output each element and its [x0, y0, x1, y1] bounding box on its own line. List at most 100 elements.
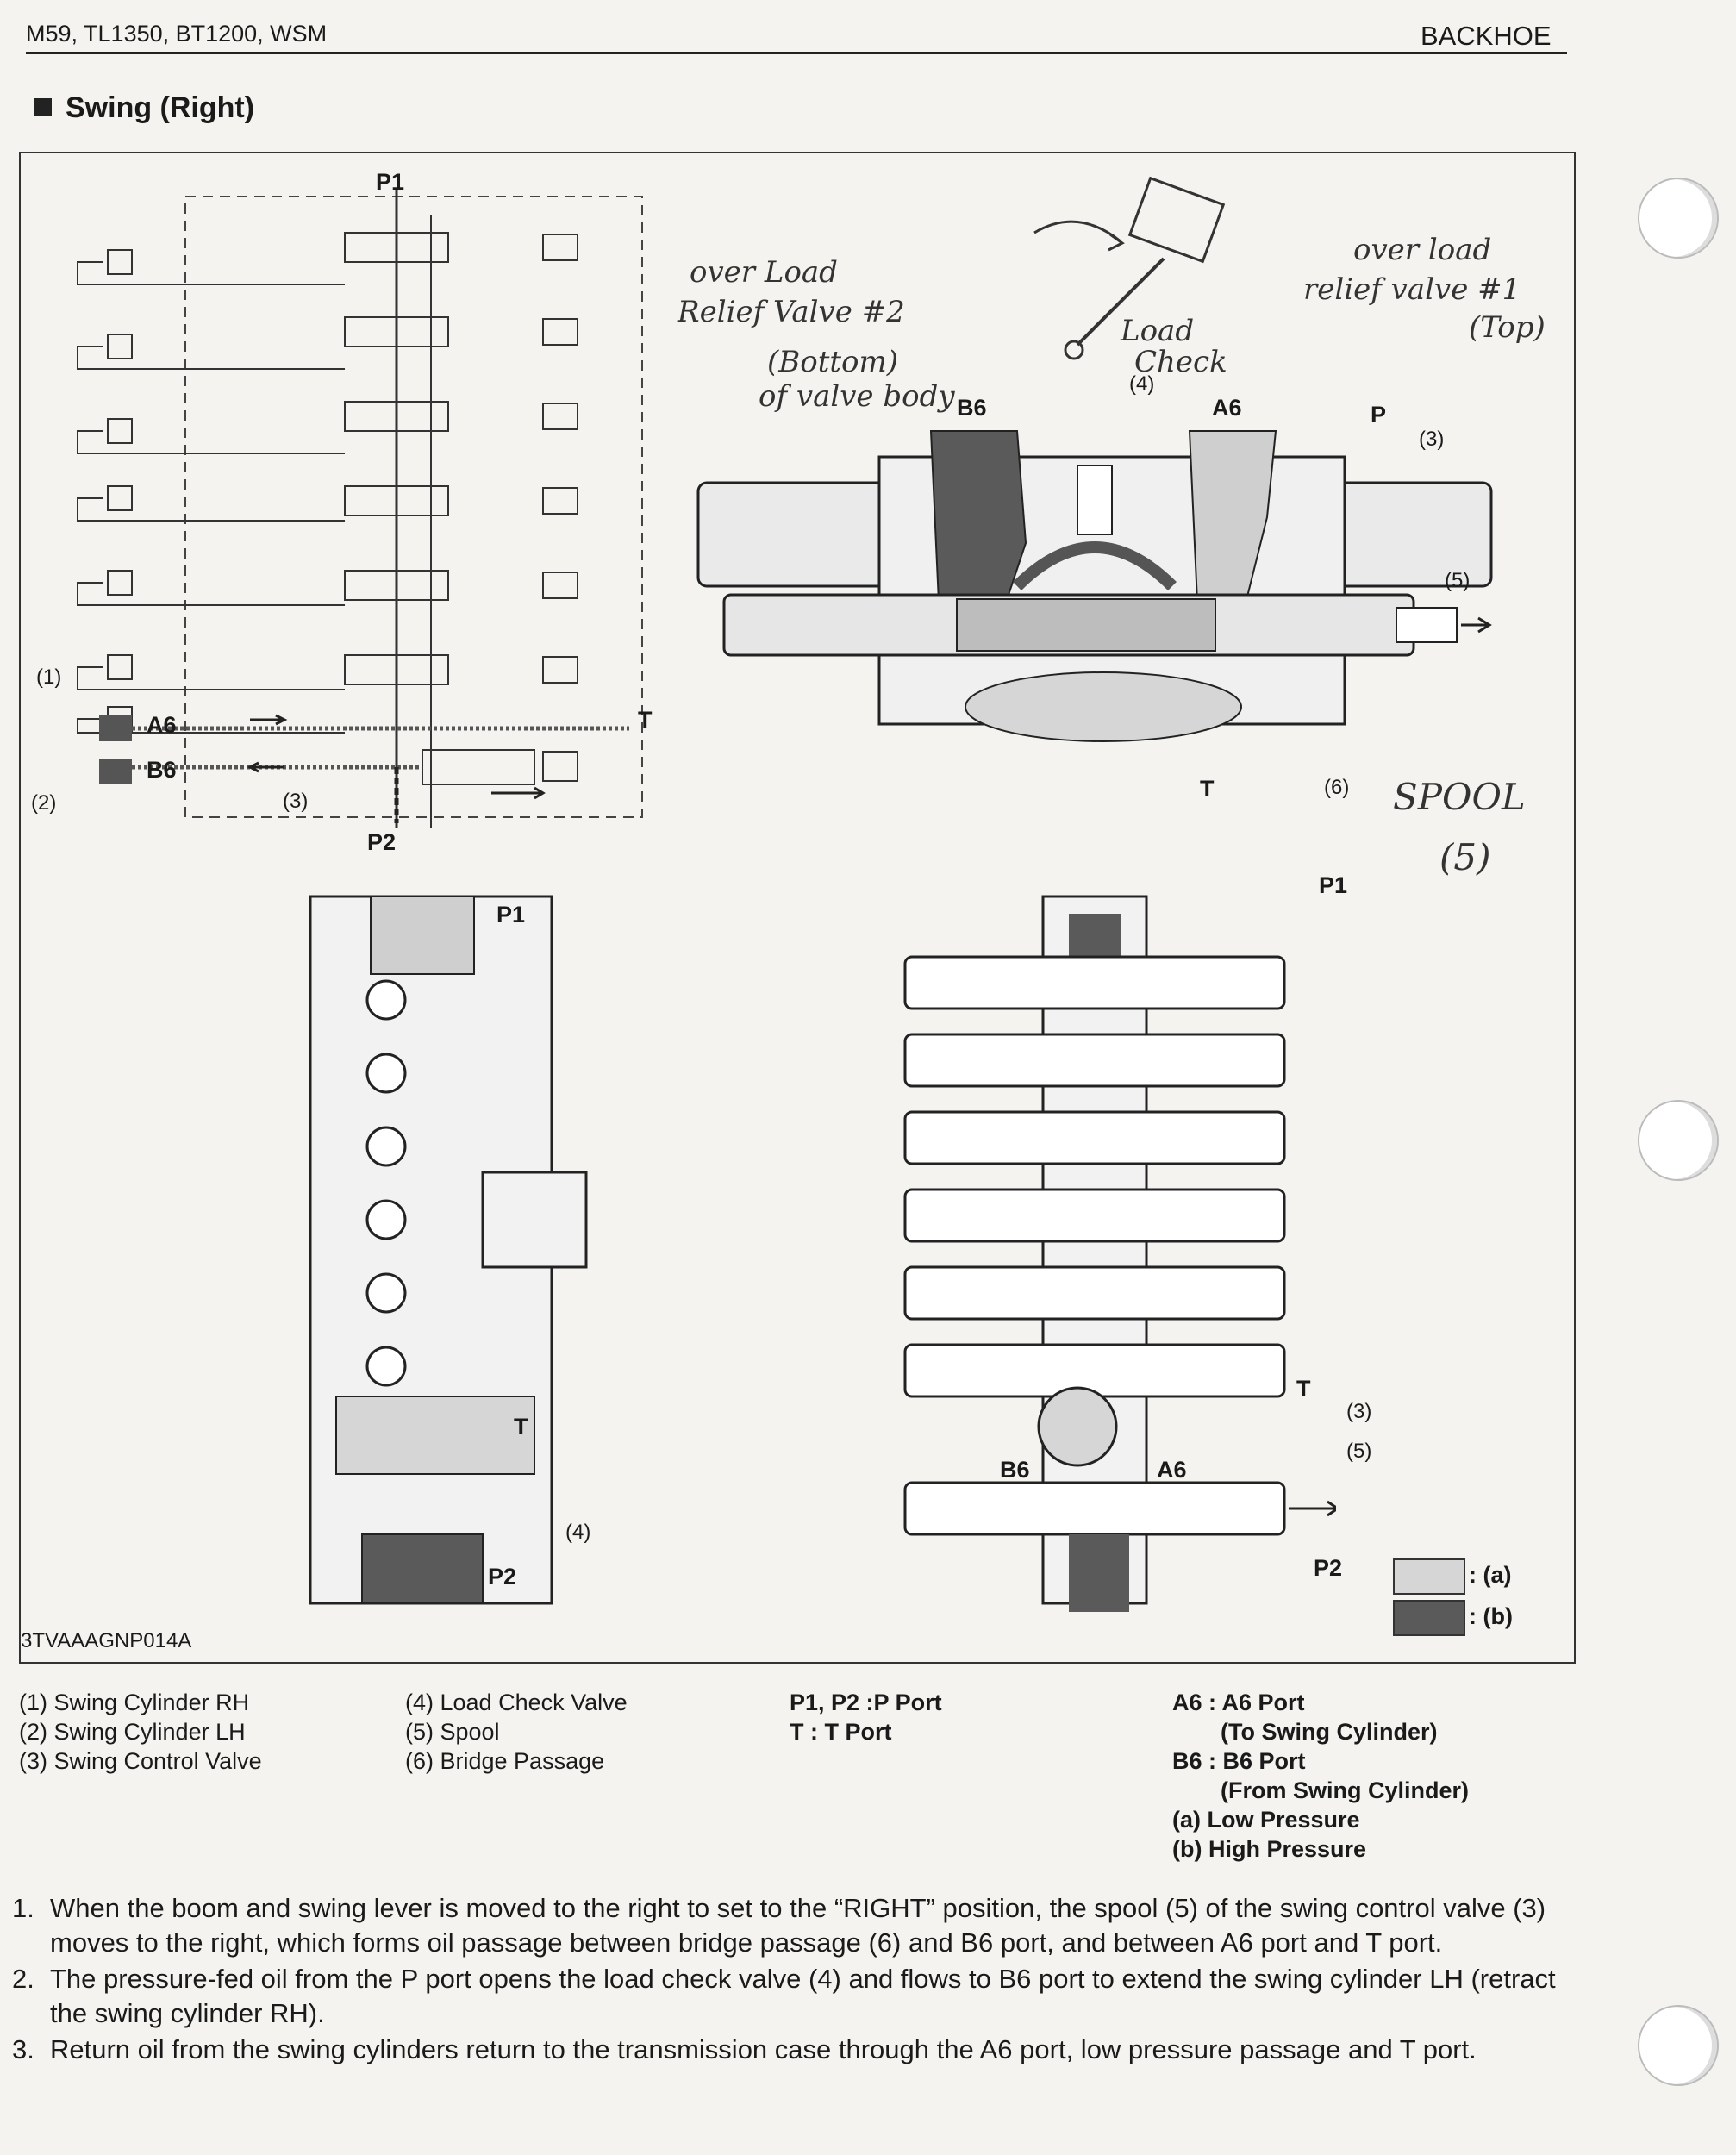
step-item: 1.When the boom and swing lever is moved…: [12, 1891, 1564, 1960]
section-t-label: T: [1200, 776, 1215, 802]
binder-hole: [1638, 178, 1719, 259]
section-title: Swing (Right): [34, 91, 254, 125]
cylinder-lines: [77, 249, 345, 734]
note-spool-line2: (5): [1439, 836, 1491, 878]
legend-item: (b) High Pressure: [1172, 1836, 1367, 1862]
flow-arrow-right-icon: [250, 714, 288, 726]
section-a6-label: A6: [1212, 395, 1242, 421]
note-relief1-line3: (Top): [1469, 310, 1546, 345]
legend-item: (2) Swing Cylinder LH: [19, 1719, 246, 1745]
valve-side-view: [309, 895, 588, 1605]
step-text: When the boom and swing lever is moved t…: [50, 1893, 1546, 1958]
top-ref-3: (3): [1346, 1400, 1372, 1423]
schematic-a6-label: A6: [147, 712, 177, 738]
note-relief1-line1: over load: [1353, 233, 1492, 267]
hydraulic-schematic: [77, 190, 643, 828]
side-p1-passage: [370, 896, 475, 975]
top-spool-sections: [903, 955, 1286, 1536]
top-p2-label: P2: [1314, 1555, 1343, 1581]
schematic-ref-2: (2): [31, 791, 57, 815]
note-relief2-line3: (Bottom): [767, 345, 899, 379]
manual-code: M59, TL1350, BT1200, WSM: [26, 21, 328, 47]
legend-item: (4) Load Check Valve: [405, 1690, 628, 1715]
side-t-label: T: [514, 1414, 528, 1440]
swing-lines: [132, 726, 629, 770]
note-relief2-line1: over Load: [690, 255, 838, 290]
valve-cross-section: [696, 430, 1493, 742]
binder-hole: [1638, 1100, 1719, 1181]
spool-arrow-icon: [491, 786, 546, 800]
header-rule: [26, 52, 1567, 54]
legend-col4: A6 : A6 Port (To Swing Cylinder) B6 : B6…: [1172, 1688, 1469, 1864]
section-ref-3: (3): [1419, 428, 1445, 451]
left-relief-valve: [696, 481, 890, 588]
note-load-check-line2: Check: [1134, 345, 1227, 379]
bridge-passage: [1013, 541, 1177, 590]
bullet-square-icon: [34, 98, 52, 116]
legend-col1: (1) Swing Cylinder RH (2) Swing Cylinder…: [19, 1688, 262, 1776]
legend-item: (5) Spool: [405, 1719, 500, 1745]
schematic-ref-3: (3): [283, 790, 309, 813]
spool-direction-arrow-icon: [1461, 616, 1492, 634]
valve-top-view: [903, 895, 1336, 1612]
spool: [956, 598, 1216, 652]
note-relief2-line2: Relief Valve #2: [678, 295, 905, 329]
legend-item: (From Swing Cylinder): [1221, 1777, 1470, 1803]
top-b6-label: B6: [1000, 1457, 1030, 1483]
figure-frame: [19, 152, 1576, 1664]
tank-passage: [965, 671, 1242, 742]
legend-item: (6) Bridge Passage: [405, 1748, 605, 1774]
load-check-sketch: [1033, 176, 1226, 360]
flow-arrow-left-icon: [247, 761, 284, 773]
spool-end: [1396, 607, 1458, 643]
note-relief2-line4: of valve body: [759, 379, 955, 414]
top-spool-arrow-icon: [1289, 1500, 1336, 1517]
high-pressure-key: : (b): [1469, 1603, 1513, 1629]
a6-low-pressure-passage: [1188, 430, 1277, 622]
schematic-valve-sections: [344, 232, 578, 785]
schematic-ref-1: (1): [36, 665, 62, 689]
chapter-title: BACKHOE: [1421, 21, 1552, 51]
legend-item: (a) Low Pressure: [1172, 1807, 1360, 1833]
legend-item: P1, P2 :P Port: [790, 1690, 942, 1715]
step-text: The pressure-fed oil from the P port ope…: [50, 1964, 1556, 2028]
schematic-t-label: T: [638, 707, 653, 733]
section-p-label: P: [1371, 402, 1387, 428]
legend-item: T : T Port: [790, 1719, 892, 1745]
procedure-steps: 1.When the boom and swing lever is moved…: [12, 1891, 1564, 2069]
side-t-passage: [335, 1396, 535, 1475]
section-ref-4: (4): [1129, 372, 1155, 396]
b6-high-pressure-passage: [929, 430, 1027, 622]
legend-item: (3) Swing Control Valve: [19, 1748, 262, 1774]
step-text: Return oil from the swing cylinders retu…: [50, 2034, 1477, 2064]
section-b6-label: B6: [957, 395, 987, 421]
note-spool-line1: SPOOL: [1393, 776, 1526, 818]
side-relief-block: [481, 1171, 588, 1269]
a6-cylinder-port: [99, 715, 132, 741]
top-a6-label: A6: [1157, 1457, 1187, 1483]
high-pressure-swatch: [1393, 1600, 1465, 1636]
schematic-p2-label: P2: [367, 829, 397, 855]
legend-item: A6 : A6 Port: [1172, 1690, 1305, 1715]
legend-item: B6 : B6 Port: [1172, 1748, 1306, 1774]
legend-item: (1) Swing Cylinder RH: [19, 1690, 250, 1715]
section-ref-5: (5): [1445, 569, 1471, 592]
schematic-b6-label: B6: [147, 757, 177, 783]
note-load-check-line1: Load: [1121, 314, 1195, 348]
top-tank-port: [1037, 1386, 1118, 1467]
step-item: 3.Return oil from the swing cylinders re…: [12, 2033, 1564, 2067]
figure-code: 3TVAAAGNP014A: [21, 1629, 192, 1652]
note-relief1-line2: relief valve #1: [1303, 272, 1521, 307]
side-p1-label: P1: [496, 902, 526, 928]
legend-col3: P1, P2 :P Port T : T Port: [790, 1688, 942, 1746]
top-p2-passage: [1069, 1534, 1129, 1612]
valve-boundary: [184, 196, 643, 818]
side-section-circles: [365, 979, 407, 1387]
side-p2-label: P2: [488, 1564, 517, 1590]
legend-col2: (4) Load Check Valve (5) Spool (6) Bridg…: [405, 1688, 628, 1776]
legend-item: (To Swing Cylinder): [1221, 1719, 1438, 1745]
top-t-label: T: [1296, 1376, 1311, 1402]
load-check-valve: [1077, 465, 1113, 535]
low-pressure-swatch: [1393, 1558, 1465, 1595]
low-pressure-key: : (a): [1469, 1562, 1512, 1588]
